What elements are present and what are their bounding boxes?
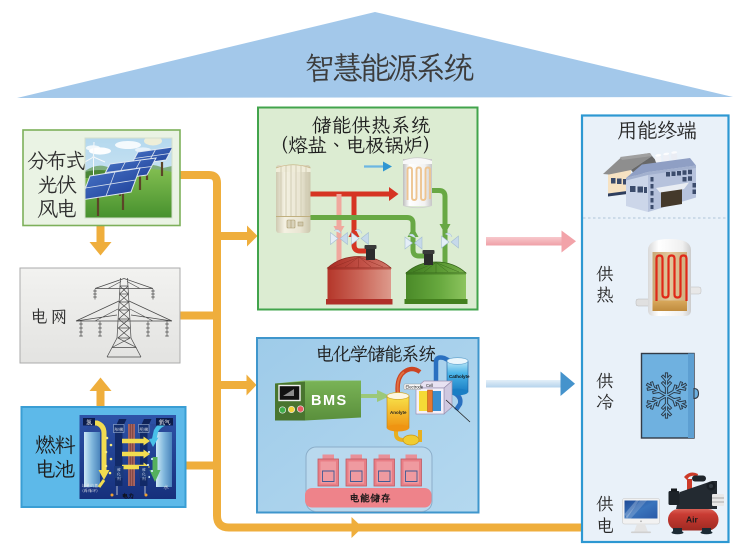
svg-text:Electrode: Electrode xyxy=(406,385,424,390)
svg-text:Catholyte: Catholyte xyxy=(449,374,470,379)
svg-text:BMS: BMS xyxy=(311,393,348,409)
svg-text:Air: Air xyxy=(686,515,699,525)
svg-text:Cell: Cell xyxy=(426,383,433,388)
svg-text:Anolyte: Anolyte xyxy=(390,410,407,415)
